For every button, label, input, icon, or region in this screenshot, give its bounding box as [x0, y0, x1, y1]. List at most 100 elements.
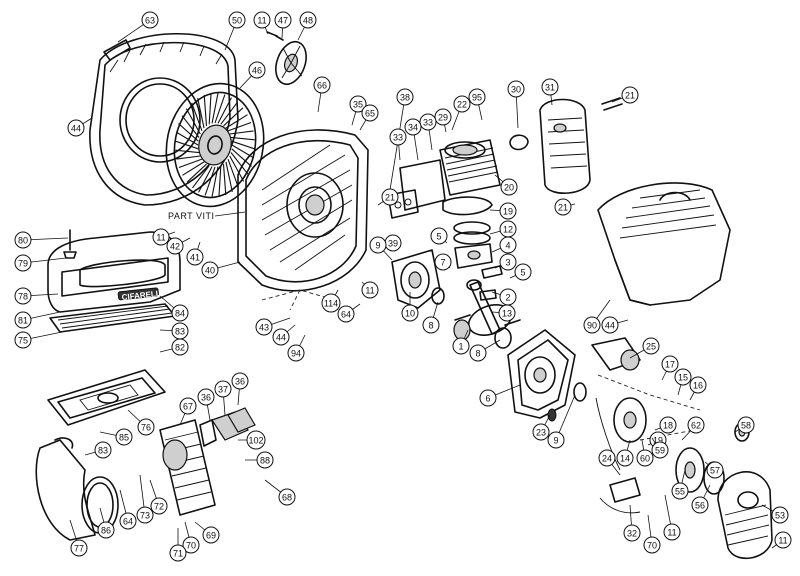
callout-79: 79	[14, 254, 67, 272]
callout-number: 65	[365, 109, 375, 119]
fan-fin	[231, 140, 256, 150]
callout-63: 63	[117, 11, 159, 43]
callout-circle	[94, 441, 112, 459]
callout-42: 42	[166, 237, 191, 255]
callout-7: 7	[434, 253, 452, 271]
callout-circle	[434, 253, 452, 271]
callout-21: 21	[554, 198, 576, 216]
callout-number: 95	[472, 93, 482, 103]
callout-40: 40	[201, 261, 241, 279]
callout-circle	[706, 461, 724, 479]
callout-number: 23	[536, 428, 546, 438]
callout-circle	[616, 449, 634, 467]
callout-number: 77	[74, 544, 84, 554]
callout-number: 25	[646, 342, 656, 352]
callout-15: 15	[674, 368, 692, 396]
callout-circle	[14, 254, 32, 272]
callout-75: 75	[14, 331, 63, 349]
callout-number: 56	[695, 501, 705, 511]
callout-circle	[278, 488, 296, 506]
callout-58: 58	[734, 416, 755, 434]
callout-number: 47	[278, 16, 288, 26]
fan-cover-plate	[237, 129, 369, 292]
callout-circle	[70, 539, 88, 557]
callout-9: 9	[369, 236, 393, 261]
callout-22: 22	[451, 95, 471, 131]
callout-4: 4	[491, 236, 517, 254]
callout-21: 21	[377, 188, 399, 206]
cylinder-gasket	[442, 196, 493, 216]
callout-number: 44	[605, 321, 615, 331]
fan-fin	[223, 107, 244, 127]
callout-circle	[514, 263, 532, 281]
impeller-fan	[165, 82, 265, 208]
callout-64: 64	[119, 489, 137, 530]
callout-number: 80	[18, 236, 28, 246]
fan-fin	[230, 152, 249, 175]
callout-85: 85	[99, 428, 133, 446]
callout-circle	[499, 202, 517, 220]
callout-number: 29	[438, 113, 448, 123]
callout-37: 37	[214, 380, 232, 416]
callout-number: 76	[141, 423, 151, 433]
crank-bearing	[494, 327, 512, 349]
callout-53: 53	[761, 504, 789, 524]
heat-shield	[387, 159, 446, 219]
callout-number: 50	[232, 16, 242, 26]
callout-number: 14	[620, 454, 630, 464]
hub-bolt	[266, 31, 284, 41]
fan-fin	[231, 148, 252, 167]
callout-number: 38	[400, 93, 410, 103]
fan-fin	[174, 140, 199, 150]
callout-72: 72	[149, 479, 168, 515]
fan-fin	[227, 158, 239, 188]
callout-114: 114	[321, 289, 341, 313]
callout-36: 36	[231, 372, 249, 406]
callout-62: 62	[681, 416, 705, 441]
callout-number: 37	[218, 385, 228, 395]
callout-71: 71	[169, 528, 187, 562]
callout-number: 44	[71, 124, 81, 134]
callout-circle	[248, 61, 266, 79]
callout-36: 36	[197, 388, 215, 421]
callout-circle	[14, 231, 32, 249]
callout-number: 102	[248, 436, 263, 446]
callout-78: 78	[14, 287, 59, 305]
crankcase-left	[391, 249, 441, 309]
callout-number: 19	[503, 207, 513, 217]
callout-30: 30	[507, 80, 525, 129]
callout-circle	[452, 337, 470, 355]
callout-circle	[659, 416, 677, 434]
callout-circle	[182, 536, 200, 554]
callout-number: 11	[667, 528, 676, 538]
callout-number: 30	[511, 85, 521, 95]
fan-hub	[275, 40, 307, 86]
callout-86: 86	[97, 507, 115, 539]
callout-circle	[737, 416, 755, 434]
fan-fin	[203, 94, 208, 126]
callout-circle	[381, 188, 399, 206]
callout-number: 21	[625, 91, 635, 101]
callout-20: 20	[494, 174, 518, 196]
fan-fin	[208, 93, 212, 125]
callout-number: 57	[710, 466, 720, 476]
callout-circle	[771, 506, 789, 524]
callout-17: 17	[661, 355, 679, 381]
callout-circle	[169, 544, 187, 562]
callout-9: 9	[547, 394, 576, 449]
callout-60: 60	[636, 439, 654, 467]
fan-fin	[182, 161, 205, 176]
callout-number: 88	[260, 456, 270, 466]
callout-circle	[396, 88, 414, 106]
callout-number: 62	[691, 421, 701, 431]
callout-number: 33	[423, 118, 433, 128]
callout-circle	[453, 95, 471, 113]
callout-16: 16	[689, 376, 707, 401]
callout-33: 33	[389, 128, 407, 161]
air-filter-element	[49, 303, 176, 333]
callout-13: 13	[491, 304, 516, 322]
cylinder	[439, 139, 501, 196]
callout-number: 7	[440, 258, 445, 268]
callout-circle	[115, 428, 133, 446]
callout-circle	[152, 228, 170, 246]
